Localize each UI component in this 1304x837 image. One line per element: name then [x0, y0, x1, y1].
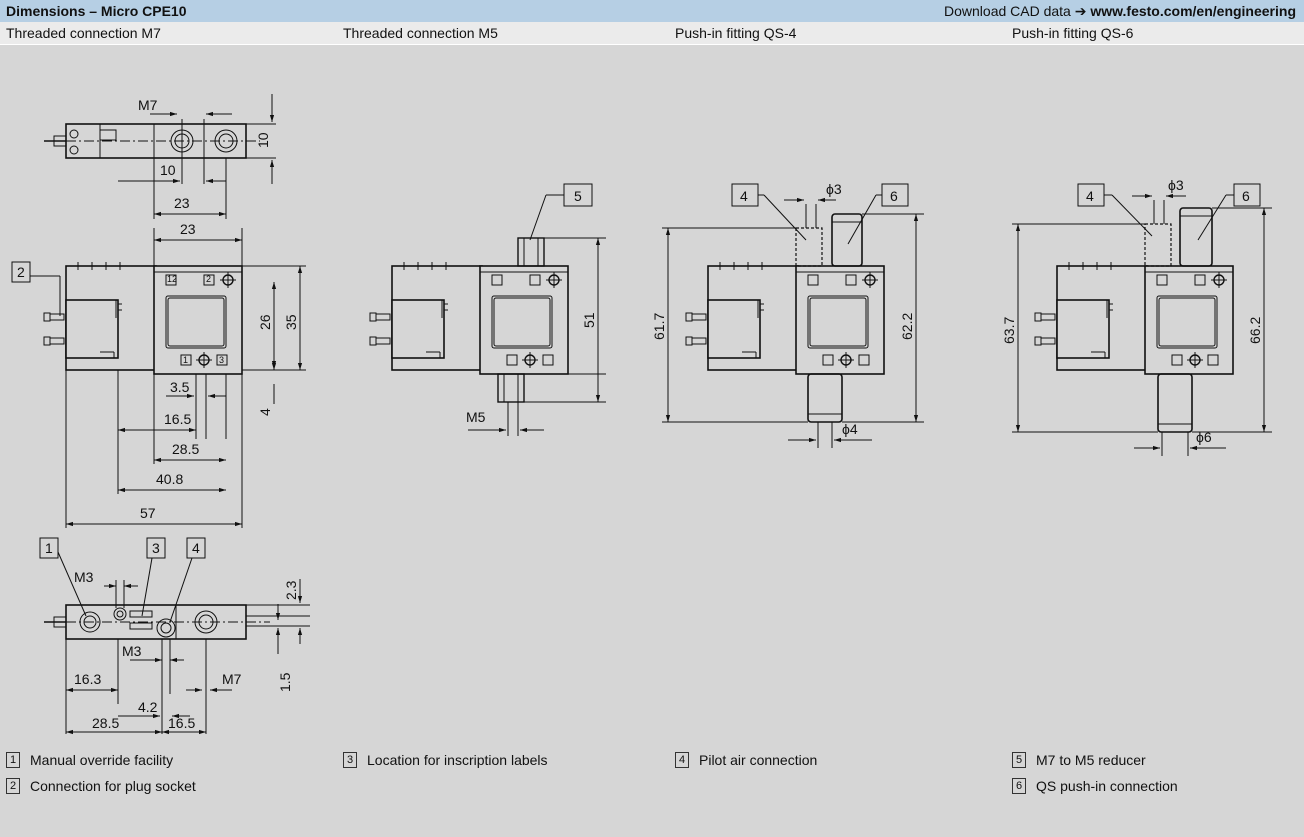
dim-16-5-bottom: 16.5 [168, 715, 195, 731]
arrow-icon: ➔ [1074, 3, 1087, 19]
port-3: 3 [219, 355, 224, 365]
dim-28-5-bottom: 28.5 [92, 715, 119, 731]
callout-5: 5 [574, 188, 582, 204]
callout-1: 1 [45, 540, 53, 556]
dim-qs6-63-7: 63.7 [1001, 317, 1017, 344]
dim-3-5: 3.5 [170, 379, 190, 395]
dim-51: 51 [581, 312, 597, 328]
dim-26: 26 [257, 314, 273, 330]
dim-qs6-66-2: 66.2 [1247, 317, 1263, 344]
dim-40-8: 40.8 [156, 471, 183, 487]
legend-text-3: Location for inscription labels [367, 752, 548, 768]
callout-6-qs6: 6 [1242, 188, 1250, 204]
m5-front-view: 5 51 M5 [369, 183, 606, 436]
technical-drawing: M7 10 23 10 12 2 1 3 23 2 26 35 4 [11, 94, 1272, 735]
m7-bottom-view: 1 3 4 M3 M3 2.3 1.5 16.3 M7 4.2 28.5 [39, 537, 310, 735]
legend-text-2: Connection for plug socket [30, 778, 196, 794]
m7-front-view: 12 2 1 3 23 2 26 35 4 3.5 16.5 28.5 40.8 [11, 221, 306, 528]
legend-num-6: 6 [1012, 778, 1026, 794]
dim-16-3: 16.3 [74, 671, 101, 687]
dim-4-2: 4.2 [138, 699, 158, 715]
callout-3: 3 [152, 540, 160, 556]
port-12: 12 [167, 274, 177, 284]
cad-link[interactable]: www.festo.com/en/engineering [1090, 3, 1296, 19]
dim-m3-a: M3 [74, 569, 94, 585]
legend-item-6: 6 QS push-in connection [1012, 778, 1178, 794]
legend-num-1: 1 [6, 752, 20, 768]
dim-10-side: 10 [255, 132, 271, 148]
callout-4: 4 [192, 540, 200, 556]
dim-57: 57 [140, 505, 156, 521]
callout-6-qs4: 6 [890, 188, 898, 204]
dim-qs4-phi4: ϕ4 [842, 421, 858, 437]
legend-item-2: 2 Connection for plug socket [6, 778, 196, 794]
legend-num-5: 5 [1012, 752, 1026, 768]
dim-2-3: 2.3 [283, 580, 299, 600]
dim-10: 10 [160, 162, 176, 178]
legend-num-3: 3 [343, 752, 357, 768]
dim-qs4-61-7: 61.7 [651, 313, 667, 340]
dim-23-top: 23 [174, 195, 190, 211]
legend-num-4: 4 [675, 752, 689, 768]
legend-num-2: 2 [6, 778, 20, 794]
col-head-m7: Threaded connection M7 [6, 25, 161, 41]
legend-item-5: 5 M7 to M5 reducer [1012, 752, 1146, 768]
legend-text-6: QS push-in connection [1036, 778, 1178, 794]
col-head-qs4: Push-in fitting QS-4 [675, 25, 797, 41]
dim-m7-bottom: M7 [222, 671, 242, 687]
dim-qs4-62-2: 62.2 [899, 313, 915, 340]
column-headers: Threaded connection M7 Threaded connecti… [0, 22, 1304, 45]
cad-download[interactable]: Download CAD data ➔ www.festo.com/en/eng… [944, 3, 1296, 20]
col-head-m5: Threaded connection M5 [343, 25, 498, 41]
qs4-front-view: 4 6 ϕ3 61.7 62.2 ϕ4 [651, 181, 924, 448]
callout-2: 2 [17, 264, 25, 280]
page-title: Dimensions – Micro CPE10 [6, 3, 187, 19]
legend-text-5: M7 to M5 reducer [1036, 752, 1146, 768]
legend-item-3: 3 Location for inscription labels [343, 752, 548, 768]
legend-item-4: 4 Pilot air connection [675, 752, 817, 768]
dim-qs6-phi6: ϕ6 [1196, 429, 1212, 445]
callout-4-qs6: 4 [1086, 188, 1094, 204]
dim-4: 4 [257, 408, 273, 416]
dim-m5: M5 [466, 409, 486, 425]
m7-top-view: M7 10 23 10 [44, 94, 276, 219]
port-1: 1 [183, 355, 188, 365]
dim-28-5: 28.5 [172, 441, 199, 457]
legend-text-4: Pilot air connection [699, 752, 818, 768]
col-head-qs6: Push-in fitting QS-6 [1012, 25, 1134, 41]
dim-16-5: 16.5 [164, 411, 191, 427]
qs6-front-view: 4 6 ϕ3 63.7 66.2 ϕ6 [1001, 177, 1272, 456]
port-2: 2 [206, 274, 211, 284]
callout-4-qs4: 4 [740, 188, 748, 204]
dim-qs6-phi3: ϕ3 [1168, 177, 1184, 193]
legend-item-1: 1 Manual override facility [6, 752, 173, 768]
cad-download-label: Download CAD data [944, 3, 1075, 19]
header-bar: Dimensions – Micro CPE10 Download CAD da… [0, 0, 1304, 22]
legend-text-1: Manual override facility [30, 752, 174, 768]
dim-qs4-phi3: ϕ3 [826, 181, 842, 197]
dim-35: 35 [283, 314, 299, 330]
dim-1-5: 1.5 [277, 672, 293, 692]
dim-m7-top: M7 [138, 97, 158, 113]
dim-23-front: 23 [180, 221, 196, 237]
dim-m3-b: M3 [122, 643, 142, 659]
